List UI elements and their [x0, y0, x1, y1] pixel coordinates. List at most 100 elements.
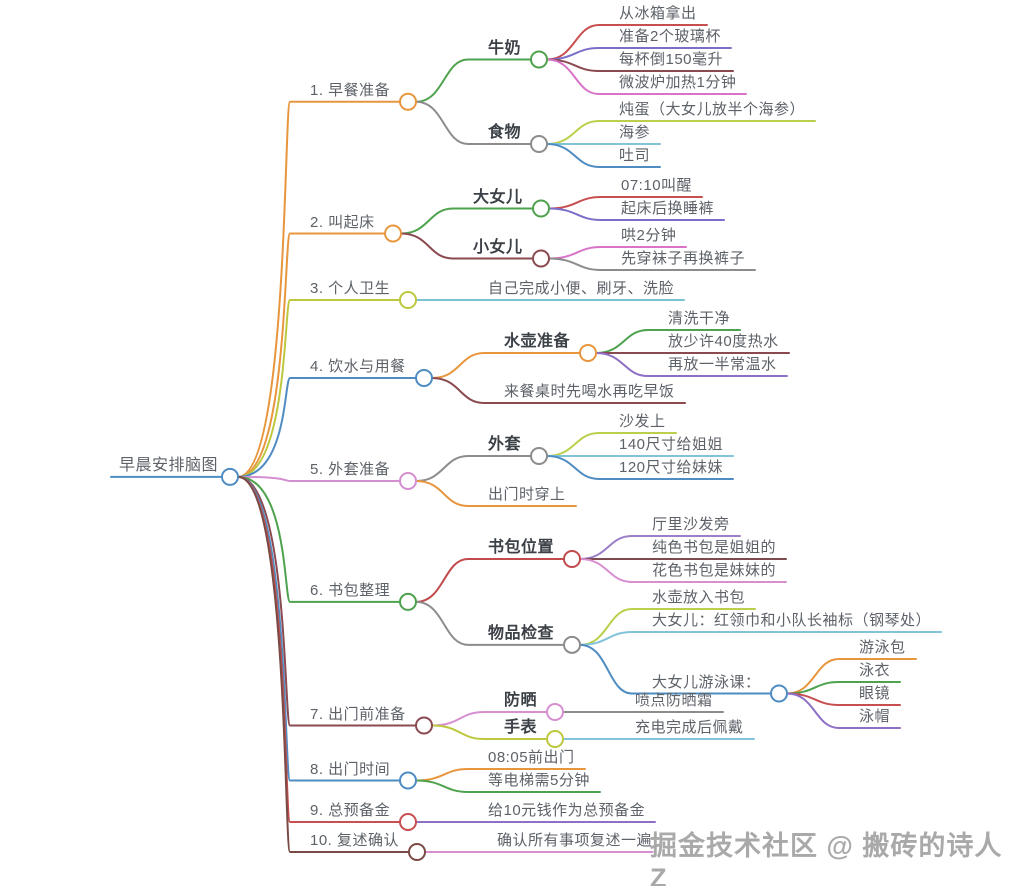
node-circle[interactable]: [546, 703, 564, 721]
branch-edge: [546, 120, 816, 145]
leaf-node[interactable]: 厅里沙发旁: [652, 516, 730, 533]
node-circle[interactable]: [530, 447, 548, 465]
leaf-node[interactable]: 来餐桌时先喝水再吃早饭: [504, 383, 675, 400]
leaf-node[interactable]: 花色书包是妹妹的: [652, 562, 777, 579]
branch-node[interactable]: 5. 外套准备: [310, 461, 391, 478]
branch-edge: [579, 631, 942, 646]
leaf-node[interactable]: 泳帽: [859, 708, 891, 725]
leaf-node[interactable]: 充电完成后佩戴: [635, 719, 744, 736]
leaf-node[interactable]: 准备2个玻璃杯: [619, 28, 721, 45]
branch-node[interactable]: 3. 个人卫生: [310, 280, 391, 297]
branch-edge: [237, 299, 403, 478]
branch-edge: [400, 232, 536, 260]
branch-edge: [237, 475, 412, 853]
node-circle[interactable]: [563, 635, 581, 654]
node-circle[interactable]: [408, 843, 426, 861]
leaf-node[interactable]: 再放一半常温水: [668, 356, 777, 373]
leaf-node[interactable]: 吐司: [619, 147, 651, 164]
leaf-node[interactable]: 纯色书包是姐姐的: [652, 539, 777, 556]
leaf-node[interactable]: 给10元钱作为总预备金: [488, 802, 646, 819]
branch-node[interactable]: 防晒: [504, 692, 538, 709]
leaf-node[interactable]: 喷点防晒霜: [635, 692, 713, 709]
leaf-node[interactable]: 海参: [619, 124, 651, 141]
leaf-node[interactable]: 哄2分钟: [621, 227, 677, 244]
branch-node[interactable]: 水壶准备: [504, 333, 571, 350]
node-circle[interactable]: [415, 716, 433, 735]
branch-node[interactable]: 8. 出门时间: [310, 760, 391, 778]
node-circle[interactable]: [532, 249, 550, 268]
branch-node[interactable]: 6. 书包整理: [310, 581, 391, 599]
node-circle[interactable]: [530, 135, 548, 153]
branch-edge: [595, 352, 788, 377]
node-circle[interactable]: [221, 467, 239, 486]
node-circle[interactable]: [579, 344, 597, 362]
branch-edge: [786, 658, 917, 695]
branch-node[interactable]: 物品检查: [488, 624, 555, 642]
branch-node[interactable]: 大女儿: [473, 188, 523, 206]
node-circle[interactable]: [770, 684, 788, 703]
branch-edge: [237, 475, 419, 727]
branch-node[interactable]: 小女儿: [473, 238, 523, 256]
branch-edge: [546, 455, 734, 480]
branch-edge: [237, 100, 403, 478]
leaf-node[interactable]: 水壶放入书包: [652, 589, 746, 606]
leaf-node[interactable]: 每杯倒150毫升: [619, 51, 724, 68]
branch-node[interactable]: 食物: [488, 124, 522, 141]
leaf-node[interactable]: 大女儿：红领巾和小队长袖标（钢琴处）: [652, 612, 932, 629]
leaf-node[interactable]: 确认所有事项复述一遍: [497, 832, 653, 849]
branch-edge: [431, 352, 583, 379]
node-circle[interactable]: [546, 730, 564, 748]
leaf-node[interactable]: 从冰箱拿出: [619, 5, 697, 22]
leaf-node[interactable]: 出门时穿上: [488, 486, 566, 503]
leaf-node[interactable]: 先穿袜子再换裤子: [621, 250, 746, 267]
node-circle[interactable]: [399, 771, 417, 790]
node-circle[interactable]: [399, 92, 417, 111]
leaf-node[interactable]: 清洗干净: [668, 310, 731, 327]
branch-edge: [431, 724, 550, 740]
leaf-node[interactable]: 眼镜: [859, 685, 891, 702]
branch-node[interactable]: 10. 复述确认: [310, 832, 400, 849]
node-circle[interactable]: [399, 813, 417, 831]
branch-node[interactable]: 手表: [504, 719, 538, 736]
leaf-node[interactable]: 起床后换睡裤: [621, 200, 715, 217]
branch-node[interactable]: 4. 饮水与用餐: [310, 358, 406, 375]
node-circle[interactable]: [532, 199, 550, 218]
leaf-node[interactable]: 泳衣: [859, 662, 891, 679]
leaf-node[interactable]: 游泳包: [859, 639, 906, 656]
branch-node[interactable]: 1. 早餐准备: [310, 81, 391, 99]
leaf-node[interactable]: 自己完成小便、刷牙、洗脸: [488, 280, 675, 297]
node-circle[interactable]: [415, 369, 433, 387]
leaf-node[interactable]: 07:10叫醒: [621, 177, 693, 194]
node-circle[interactable]: [399, 592, 417, 611]
branch-node[interactable]: 牛奶: [488, 39, 522, 57]
branch-node[interactable]: 外套: [488, 436, 522, 453]
branch-edge: [237, 475, 403, 782]
branch-node[interactable]: 书包位置: [488, 539, 555, 556]
node-circle[interactable]: [530, 50, 548, 69]
branch-node[interactable]: 2. 叫起床: [310, 213, 375, 231]
leaf-node[interactable]: 120尺寸给妹妹: [619, 459, 724, 476]
leaf-node[interactable]: 炖蛋（大女儿放半个海参）: [619, 101, 806, 118]
branch-edge: [237, 475, 403, 482]
leaf-node[interactable]: 沙发上: [619, 413, 666, 430]
root-node[interactable]: 早晨安排脑图: [119, 456, 219, 474]
node-circle[interactable]: [399, 291, 417, 309]
leaf-node[interactable]: 放少许40度热水: [668, 333, 779, 350]
branch-edge: [546, 58, 747, 95]
leaf-node[interactable]: 140尺寸给姐姐: [619, 436, 724, 453]
branch-edge: [579, 558, 787, 583]
branch-edge: [237, 475, 403, 603]
branch-node[interactable]: 大女儿游泳课：: [652, 673, 761, 691]
branch-node[interactable]: 7. 出门前准备: [310, 705, 406, 723]
branch-node[interactable]: 9. 总预备金: [310, 802, 391, 819]
leaf-node[interactable]: 等电梯需5分钟: [488, 772, 590, 789]
branch-edge: [237, 377, 419, 478]
node-circle[interactable]: [384, 224, 402, 243]
branch-edge: [548, 207, 725, 221]
leaf-node[interactable]: 08:05前出门: [488, 749, 575, 766]
node-circle[interactable]: [563, 550, 581, 568]
leaf-node[interactable]: 微波炉加热1分钟: [619, 74, 737, 91]
node-circle[interactable]: [399, 472, 417, 490]
